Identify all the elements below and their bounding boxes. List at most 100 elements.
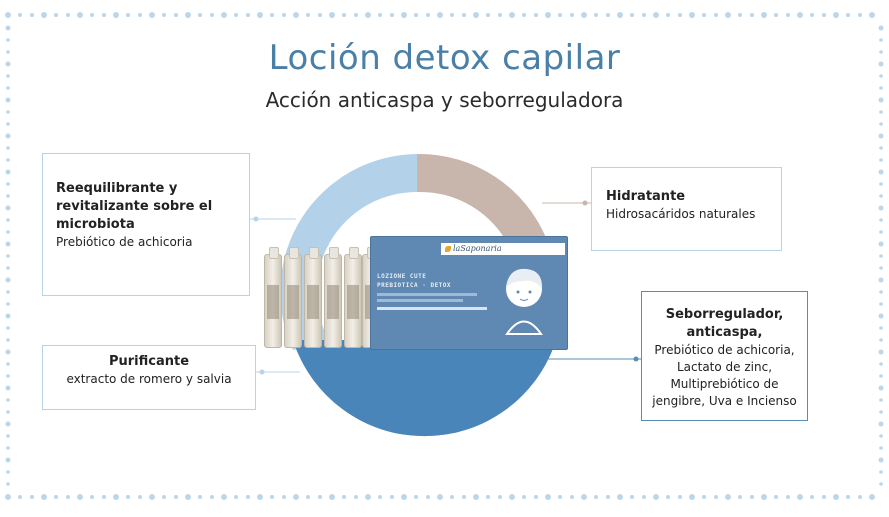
ring-segment-taupe (417, 153, 547, 248)
border-dot (630, 495, 634, 499)
border-dot (30, 13, 34, 17)
border-dot (198, 13, 202, 17)
border-dot (6, 158, 10, 162)
border-dot (174, 495, 178, 499)
border-dot (6, 50, 10, 54)
border-dot (5, 494, 11, 500)
border-dot (879, 182, 883, 186)
border-dot (473, 494, 479, 500)
border-dot (558, 13, 562, 17)
border-dot (878, 421, 884, 427)
product-image: laSaponaria LOZIONE CUTE PREBIOTICA · DE… (262, 236, 568, 350)
border-dot (306, 13, 310, 17)
border-dot (174, 13, 178, 17)
border-dot (5, 169, 11, 175)
border-dot (666, 13, 670, 17)
border-dot (282, 13, 286, 17)
border-dot (879, 290, 883, 294)
border-dot (810, 495, 814, 499)
border-dot (738, 495, 742, 499)
product-box: laSaponaria LOZIONE CUTE PREBIOTICA · DE… (370, 236, 568, 350)
ampoules (262, 242, 382, 348)
benefit-box-hidratante: Hidratante Hidrosacáridos naturales (591, 167, 782, 251)
border-dot (617, 494, 623, 500)
brand-logo: laSaponaria (441, 243, 565, 255)
border-dot (810, 13, 814, 17)
border-dot (878, 169, 884, 175)
border-dot (879, 38, 883, 42)
border-dot (558, 495, 562, 499)
border-dot (6, 470, 10, 474)
border-dot (879, 158, 883, 162)
border-dot (878, 133, 884, 139)
border-dot (5, 97, 11, 103)
border-dot (879, 362, 883, 366)
border-dot (354, 495, 358, 499)
border-dot (5, 277, 11, 283)
border-dot (833, 12, 839, 18)
border-dot (5, 385, 11, 391)
border-dot (846, 13, 850, 17)
border-dot (486, 13, 490, 17)
border-dot (234, 495, 238, 499)
border-dot (570, 495, 574, 499)
mascot-illustration (505, 268, 543, 335)
border-dot (221, 494, 227, 500)
border-dot (390, 495, 394, 499)
border-dot (6, 122, 10, 126)
border-dot (725, 12, 731, 18)
border-dot (6, 374, 10, 378)
border-dot (126, 495, 130, 499)
ring-segment-blue-inner (293, 340, 556, 437)
border-dot (365, 494, 371, 500)
border-dot (879, 446, 883, 450)
border-dot (581, 12, 587, 18)
border-dot (414, 495, 418, 499)
border-dot (426, 495, 430, 499)
border-dot (786, 495, 790, 499)
border-dot (879, 254, 883, 258)
border-dot (6, 338, 10, 342)
border-dot (162, 495, 166, 499)
border-dot (149, 494, 155, 500)
border-dot (426, 13, 430, 17)
border-dot (6, 290, 10, 294)
border-dot (30, 495, 34, 499)
border-dot (846, 495, 850, 499)
page-subtitle: Acción anticaspa y seborreguladora (265, 88, 624, 112)
border-dot (6, 362, 10, 366)
border-dot (54, 13, 58, 17)
border-dot (534, 13, 538, 17)
border-dot (401, 12, 407, 18)
border-dot (498, 13, 502, 17)
border-dot (113, 12, 119, 18)
border-dot (833, 494, 839, 500)
border-dot (750, 13, 754, 17)
border-dot (879, 266, 883, 270)
border-dot (293, 494, 299, 500)
border-dot (306, 495, 310, 499)
border-dot (149, 12, 155, 18)
border-dot (879, 230, 883, 234)
border-dot (102, 495, 106, 499)
border-dot (5, 205, 11, 211)
border-dot (185, 494, 191, 500)
border-dot (41, 12, 47, 18)
border-dot (774, 13, 778, 17)
border-dot (869, 12, 875, 18)
border-dot (462, 495, 466, 499)
border-dot (797, 12, 803, 18)
border-dot (750, 495, 754, 499)
border-dot (509, 494, 515, 500)
border-dot (185, 12, 191, 18)
border-dot (378, 495, 382, 499)
border-dot (879, 74, 883, 78)
border-dot (879, 338, 883, 342)
border-dot (270, 495, 274, 499)
border-dot (6, 74, 10, 78)
border-dot (246, 495, 250, 499)
border-dot (270, 13, 274, 17)
border-dot (522, 495, 526, 499)
